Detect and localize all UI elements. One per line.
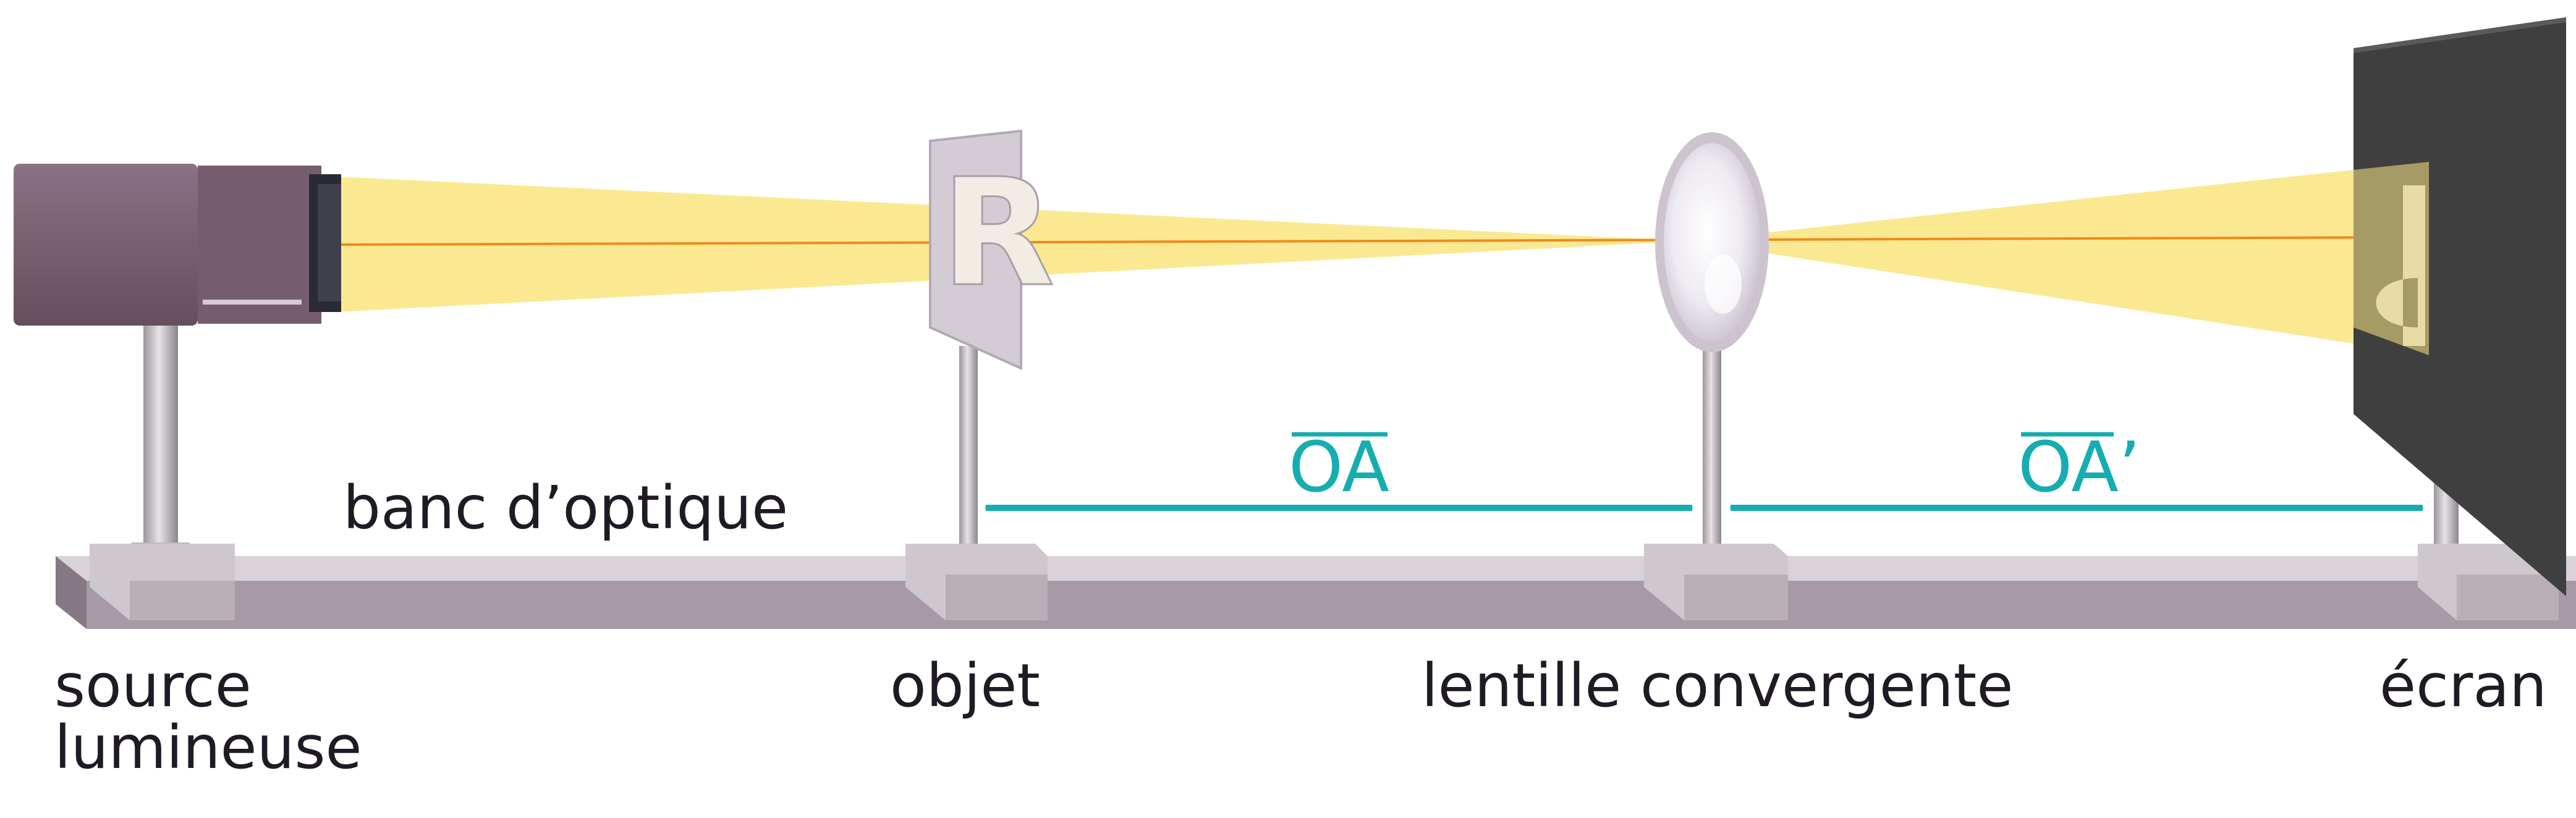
label-bench: banc d’optique (343, 473, 788, 542)
optical-axis (336, 236, 2430, 246)
label-lens: lentille convergente (1421, 651, 2013, 720)
distance-oa-prime: OA’ (2018, 428, 2140, 508)
object-holder: R (905, 129, 1056, 620)
screen-icon (2354, 17, 2566, 620)
lens-icon (1644, 132, 1788, 620)
distance-arrows: OA OA’ (985, 428, 2424, 511)
label-object: objet (890, 651, 1040, 720)
label-source-line1: source (54, 651, 252, 720)
object-plate (929, 129, 1022, 371)
object-letter: R (941, 146, 1055, 319)
label-source-line2: lumineuse (54, 713, 362, 782)
distance-oa: OA (1289, 428, 1389, 508)
light-source-icon (14, 164, 341, 620)
label-screen: écran (2379, 651, 2547, 720)
light-beam (336, 162, 2430, 355)
optical-bench (56, 556, 2576, 629)
